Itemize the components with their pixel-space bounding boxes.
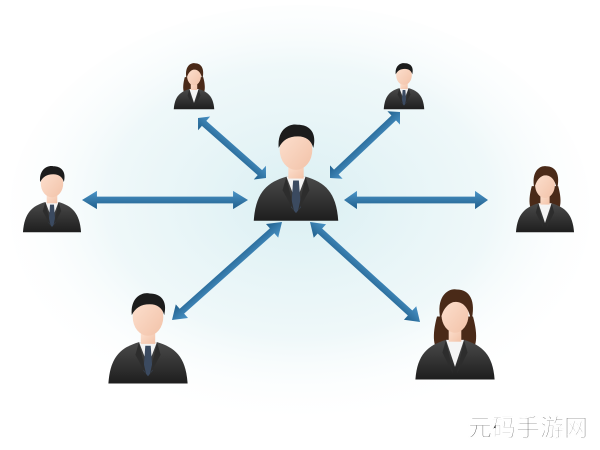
watermark-logo: 元码手游网 (468, 414, 588, 442)
